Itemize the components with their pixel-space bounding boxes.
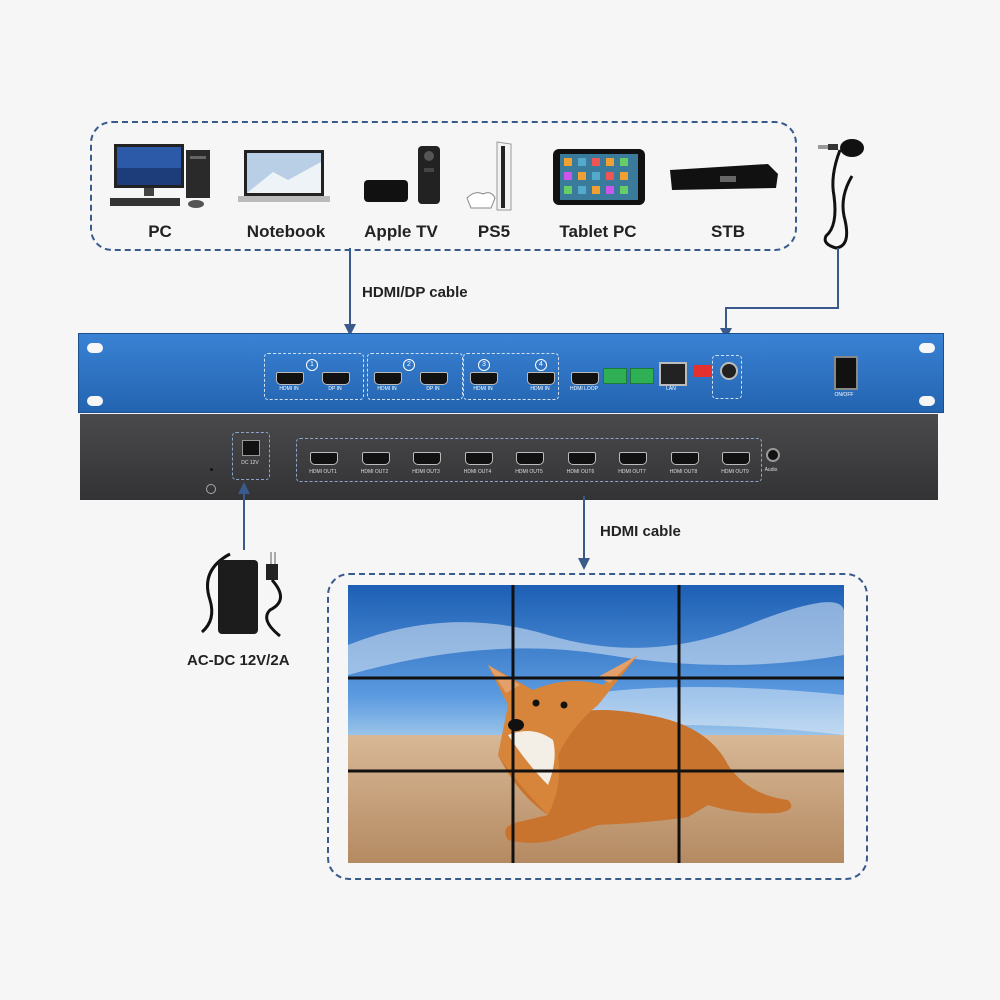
port-label: HDMI IN <box>473 386 493 392</box>
ir-extender-cable-icon <box>818 139 864 250</box>
lan-port <box>659 362 687 386</box>
input-cable-arrow <box>344 248 356 336</box>
rs232-terminal-block <box>630 368 654 384</box>
hdmi-out-port <box>361 452 390 465</box>
lan-label: LAN <box>666 386 676 392</box>
port-label: DP IN <box>328 386 342 392</box>
hdmi-out-port <box>516 452 544 465</box>
hdmi-in-port <box>470 372 498 385</box>
hdmi-out-label: HDMI OUT3 <box>412 469 440 475</box>
video-wall-image <box>348 585 844 863</box>
hdmi-out-port <box>567 452 596 465</box>
hdmi-in-port <box>374 372 402 385</box>
audio-jack <box>766 448 780 462</box>
hdmi-out-label: HDMI OUT1 <box>309 469 337 475</box>
rack-hole <box>87 396 103 406</box>
dc-jack-box <box>232 432 270 480</box>
output-cable-label: HDMI cable <box>600 523 681 540</box>
output-ports-box <box>296 438 762 482</box>
port-label: HDMI IN <box>530 386 550 392</box>
power-switch[interactable] <box>834 356 858 390</box>
ps5-icon <box>466 141 512 211</box>
source-label-pc: PC <box>148 222 172 241</box>
pc-icon <box>110 144 210 208</box>
output-cable-arrow <box>578 496 590 570</box>
input-group-3-4 <box>463 353 559 400</box>
hdmi-out-port <box>619 452 647 465</box>
hdmi-out-label: HDMI OUT7 <box>618 469 646 475</box>
video-wall-box <box>327 573 868 880</box>
hdmi-out-port <box>670 452 699 465</box>
dc-jack <box>242 440 260 456</box>
reset-hole <box>210 468 213 471</box>
source-label-notebook: Notebook <box>246 222 326 241</box>
hdmi-out-label: HDMI OUT4 <box>463 469 492 475</box>
rack-hole <box>87 343 103 353</box>
apple-tv-icon <box>364 146 440 204</box>
ir-cable-arrow <box>720 248 839 339</box>
port-label: HDMI LOOP <box>569 386 599 392</box>
port-label: HDMI IN <box>377 386 397 392</box>
stb-icon <box>670 164 778 190</box>
source-label-tablet: Tablet PC <box>559 222 637 241</box>
hdmi-in-port <box>527 372 555 385</box>
hdmi-in-port <box>276 372 304 385</box>
hdmi-out-label: HDMI OUT5 <box>515 469 543 475</box>
hdmi-out-label: HDMI OUT8 <box>669 469 698 475</box>
hdmi-out-port <box>413 452 441 465</box>
rear-panel <box>80 414 938 500</box>
input-number-2: 2 <box>403 359 415 371</box>
hdmi-loop-port <box>571 372 599 385</box>
power-adapter-icon <box>200 552 282 638</box>
dp-in-port <box>420 372 448 385</box>
hdmi-out-port <box>464 452 493 465</box>
tablet-icon <box>553 149 645 205</box>
hdmi-out-label: HDMI OUT9 <box>721 469 749 475</box>
rs232-terminal-block <box>603 368 627 384</box>
input-group-2 <box>367 353 463 400</box>
ground-screw <box>206 484 216 494</box>
source-label-apple-tv: Apple TV <box>364 222 438 241</box>
hdmi-out-port <box>310 452 338 465</box>
audio-label: Audio <box>764 467 778 473</box>
hdmi-out-label: HDMI OUT2 <box>360 469 389 475</box>
input-group-1 <box>264 353 364 400</box>
ir-jack-highlight <box>712 355 742 399</box>
power-arrow <box>238 482 250 550</box>
power-adapter-label: AC-DC 12V/2A <box>187 652 290 669</box>
source-label-stb: STB <box>711 222 745 241</box>
input-number-4: 4 <box>535 359 547 371</box>
port-label: HDMI IN <box>279 386 299 392</box>
source-label-ps5: PS5 <box>477 222 511 241</box>
hdmi-out-label: HDMI OUT6 <box>566 469 595 475</box>
source-devices-box <box>90 121 797 251</box>
ir-jack <box>720 362 738 380</box>
input-number-1: 1 <box>306 359 318 371</box>
power-switch-label: ON/OFF <box>834 392 854 398</box>
dc-jack-label: DC 12V <box>241 460 259 466</box>
port-label: DP IN <box>426 386 440 392</box>
dip-switch[interactable] <box>693 365 711 377</box>
rack-hole <box>919 343 935 353</box>
notebook-icon <box>238 150 330 202</box>
dp-in-port <box>322 372 350 385</box>
hdmi-out-port <box>722 452 750 465</box>
rack-hole <box>919 396 935 406</box>
input-cable-label: HDMI/DP cable <box>362 284 468 301</box>
input-number-3: 3 <box>478 359 490 371</box>
